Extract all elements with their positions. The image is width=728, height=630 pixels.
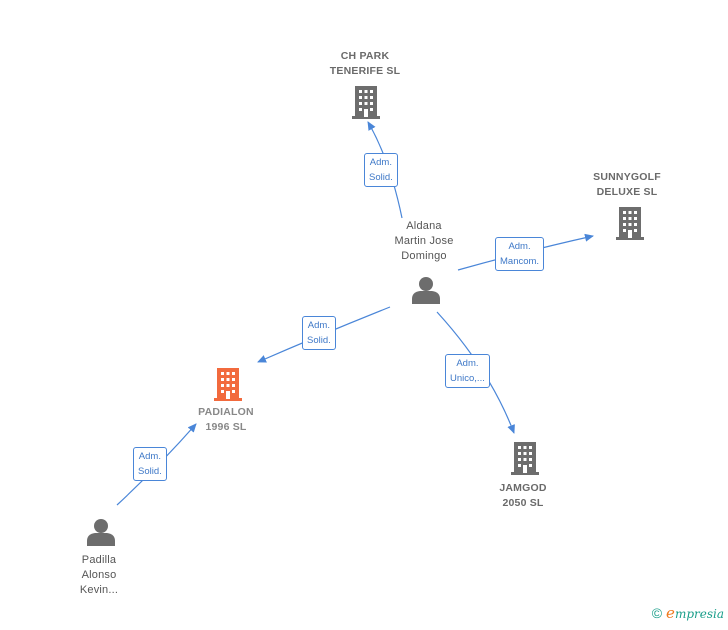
node-label-line: Domingo [401, 250, 447, 262]
node-label-jamgod[interactable]: JAMGOD 2050 SL [468, 481, 578, 511]
edge-label-line: Solid. [138, 466, 162, 477]
node-label-line: DELUXE SL [596, 186, 658, 198]
edge-label-line: Solid. [369, 172, 393, 183]
node-label-line: PADIALON [198, 406, 254, 418]
node-label-line: JAMGOD [499, 482, 547, 494]
node-label-padialon[interactable]: PADIALON 1996 SL [171, 405, 281, 435]
node-label-line: SUNNYGOLF [593, 171, 661, 183]
node-label-sunnygolf[interactable]: SUNNYGOLF DELUXE SL [572, 170, 682, 200]
node-label-line: Aldana [406, 220, 442, 232]
person-icon[interactable] [86, 517, 116, 547]
edge-label-line: Mancom. [500, 256, 540, 267]
edge-label-line: Adm. [456, 358, 479, 369]
node-label-line: Kevin... [79, 584, 119, 596]
node-label-line: TENERIFE SL [329, 65, 401, 77]
edge-label-padilla-padialon[interactable]: Adm. Solid. [133, 447, 167, 481]
node-label-line: Padilla [81, 554, 117, 566]
edge-label-line: Unico,... [450, 373, 485, 384]
brand-logo-text: mpresia [674, 607, 724, 621]
node-label-line: 2050 SL [502, 497, 544, 509]
building-icon[interactable] [349, 84, 383, 120]
node-label-ch-park[interactable]: CH PARK TENERIFE SL [310, 49, 420, 79]
footer-brand[interactable]: © empresia [652, 604, 724, 622]
person-icon[interactable] [411, 275, 441, 305]
edge-label-line: Solid. [307, 335, 331, 346]
building-icon[interactable] [211, 366, 245, 402]
edge-label-aldana-ch-park[interactable]: Adm. Solid. [364, 153, 398, 187]
node-label-line: Alonso [81, 569, 117, 581]
node-label-line: CH PARK [340, 50, 390, 62]
edge-label-line: Adm. [307, 320, 330, 331]
copyright-symbol: © [651, 605, 663, 621]
brand-logo: empresia [666, 604, 724, 622]
building-icon[interactable] [508, 440, 542, 476]
edge-label-aldana-sunnygolf[interactable]: Adm. Mancom. [495, 237, 545, 271]
node-label-line: Martin Jose [394, 235, 454, 247]
node-label-padilla[interactable]: Padilla Alonso Kevin... [44, 553, 154, 598]
edge-label-aldana-padialon[interactable]: Adm. Solid. [302, 316, 336, 350]
node-label-aldana[interactable]: Aldana Martin Jose Domingo [369, 219, 479, 264]
node-label-line: 1996 SL [205, 421, 247, 433]
edge-label-line: Adm. [138, 451, 161, 462]
building-icon[interactable] [613, 205, 647, 241]
edge-label-line: Adm. [369, 157, 392, 168]
brand-logo-initial: e [666, 604, 675, 622]
edge-label-line: Adm. [508, 241, 531, 252]
edge-label-aldana-jamgod[interactable]: Adm. Unico,... [445, 354, 490, 388]
